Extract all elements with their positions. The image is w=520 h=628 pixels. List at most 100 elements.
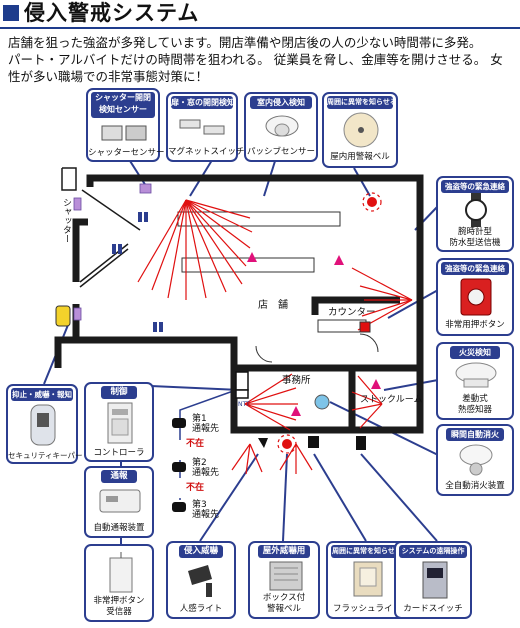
card-auto-notify: 通報 自動通報装置	[84, 466, 154, 538]
card-security-keeper: 抑止・威嚇・報知 セキュリティキーパー	[6, 384, 83, 464]
controller-caption: 制御	[101, 386, 137, 399]
sensor-beams	[137, 199, 413, 475]
auto-notify-label: 自動通報装置	[93, 523, 145, 533]
panic-button-icon	[460, 278, 492, 316]
card-shutter-sensor: シャッター開閉 検知センサー シャッターセンサー	[86, 88, 165, 162]
intro-text: 店舗を狙った強盗が多発しています。開店準備や閉店後の人の少ない時間帯に多発。 パ…	[8, 34, 514, 85]
indoor-bell-label: 屋内用警報ベル	[330, 152, 390, 162]
wristwatch-label-1: 腕時計型	[457, 227, 492, 237]
walls	[54, 174, 424, 434]
card-magnet-switch: 扉・窓の開閉検知 マグネットスイッチ	[166, 92, 245, 162]
store-label: 店 舗	[258, 300, 288, 311]
extinguisher-icon	[459, 444, 493, 476]
motion-light-unit	[258, 438, 268, 448]
panic-button-label: 非常用押ボタン	[445, 320, 505, 330]
indoor-bell-caption: 周囲に異常を知らせる	[327, 96, 393, 109]
box-bell-caption: 屋外威嚇用	[258, 545, 310, 558]
office-label: 事務所	[282, 375, 311, 386]
security-keeper-caption: 抑止・威嚇・報知	[11, 388, 73, 401]
panic-button-caption: 強盗等の緊急連絡	[441, 262, 509, 275]
page-header: 侵入警戒システム	[0, 0, 520, 29]
card-extinguisher: 瞬間自動消火 全自動消火装置	[436, 424, 514, 496]
ntt-label: NTT	[238, 401, 250, 408]
heat-detector-caption: 火災検知	[450, 346, 500, 359]
card-panic-button: 強盗等の緊急連絡 非常用押ボタン	[436, 258, 514, 336]
controller-label: コントローラ	[93, 448, 145, 458]
receiver-label-2: 受信器	[106, 607, 132, 617]
passive-sensor-caption: 室内侵入検知	[250, 96, 312, 109]
shutter-sensor-icon	[101, 125, 147, 141]
box-bell-icon	[269, 561, 303, 591]
passive-sensor-icon	[265, 115, 299, 137]
security-keeper-icon	[30, 404, 56, 446]
wristwatch-icon	[465, 193, 487, 227]
flash-light-caption: 周囲に異常を知らせる	[331, 545, 403, 558]
card-switch-label: カードスイッチ	[403, 604, 463, 614]
motion-light-caption: 侵入威嚇	[179, 545, 223, 558]
card-controller: 制御 コントローラ	[84, 382, 154, 462]
card-switch-icon	[422, 561, 448, 599]
intro-line-1: 店舗を狙った強盗が多発しています。開店準備や閉店後の人の少ない時間帯に多発。	[8, 35, 482, 50]
magnet-switch-label: マグネットスイッチ	[168, 147, 245, 157]
flash-light-icon	[353, 561, 383, 597]
shutter-label: シャッター	[61, 198, 71, 243]
card-motion-light: 侵入威嚇 人感ライト	[166, 541, 236, 619]
heat-detector-icon	[455, 362, 497, 388]
card-passive-sensor: 室内侵入検知 パッシブセンサー	[244, 92, 318, 162]
office-door-arc	[255, 345, 273, 363]
bell-icon	[343, 112, 379, 148]
magnet-switch-caption: 扉・窓の開閉検知	[171, 96, 233, 109]
intro-line-3: 性が多い職場での非常事態対策に！	[8, 69, 209, 84]
contact-1-label: 第1 通報先	[192, 414, 220, 434]
auto-notify-caption: 通報	[101, 470, 137, 483]
motion-light-icon	[188, 565, 212, 597]
passive-sensor-label: パッシブセンサー	[246, 147, 315, 157]
extinguisher-label: 全自動消火装置	[445, 481, 505, 491]
security-keeper-unit	[55, 305, 71, 327]
card-wristwatch: 強盗等の緊急連絡 腕時計型 防水型送信機	[436, 176, 514, 252]
auto-notify-icon	[99, 489, 141, 513]
box-bell-label-2: 警報ベル	[266, 604, 301, 614]
card-receiver: 非常押ボタン 受信器	[84, 544, 154, 622]
shutter-sensor-label: シャッターセンサー	[88, 148, 165, 158]
card-indoor-bell: 周囲に異常を知らせる 屋内用警報ベル	[322, 92, 398, 168]
magnet-switch-icon	[179, 119, 225, 135]
controller-icon	[107, 402, 133, 444]
bell-icons	[277, 192, 382, 454]
stockroom-label: ストックルーム	[360, 395, 423, 405]
flash-light-label: フラッシュライト	[332, 604, 401, 614]
phone-icons	[172, 418, 186, 512]
pir-markers	[247, 252, 381, 416]
intro-line-2: パート・アルバイトだけの時間帯を狙われる。 従業員を脅し、金庫等を開けさせる。 …	[8, 52, 503, 67]
magnet-switch-markers	[112, 212, 163, 332]
heat-detector-label-1: 差動式	[462, 394, 488, 404]
absent-1-label: 不在	[186, 439, 205, 449]
wristwatch-label-2: 防水型送信機	[449, 238, 501, 248]
panic-button-unit	[359, 321, 371, 333]
flash-light-unit	[308, 436, 319, 448]
absent-2-label: 不在	[186, 483, 205, 493]
box-bell-label-1: ボックス付	[262, 593, 306, 603]
shutter-sensor-markers	[73, 183, 152, 321]
shutter-sensor-caption: シャッター開閉 検知センサー	[91, 92, 155, 118]
card-box-bell: 屋外威嚇用 ボックス付 警報ベル	[248, 541, 320, 619]
contact-2-label: 第2 通報先	[192, 458, 220, 478]
motion-light-label: 人感ライト	[179, 604, 223, 614]
contact-3-label: 第3 通報先	[192, 500, 220, 520]
door-arc	[359, 333, 379, 353]
wristwatch-caption: 強盗等の緊急連絡	[441, 180, 509, 193]
card-switch-caption: システムの遠隔操作	[399, 545, 467, 558]
card-card-switch: システムの遠隔操作 カードスイッチ	[394, 541, 472, 619]
heat-detector-label-2: 熱感知器	[457, 405, 492, 415]
extinguisher-unit	[314, 394, 330, 410]
header-underline	[0, 27, 520, 29]
security-keeper-label: セキュリティキーパー	[8, 451, 83, 460]
page-title: 侵入警戒システム	[24, 1, 200, 25]
card-switch-unit	[356, 436, 366, 450]
receiver-label-1: 非常押ボタン	[93, 596, 145, 606]
notify-unit	[235, 389, 249, 399]
header-square-icon	[3, 5, 19, 21]
counter-label: カウンター	[328, 307, 376, 318]
card-heat-detector: 火災検知 差動式 熱感知器	[436, 342, 514, 420]
receiver-icon	[109, 552, 133, 593]
